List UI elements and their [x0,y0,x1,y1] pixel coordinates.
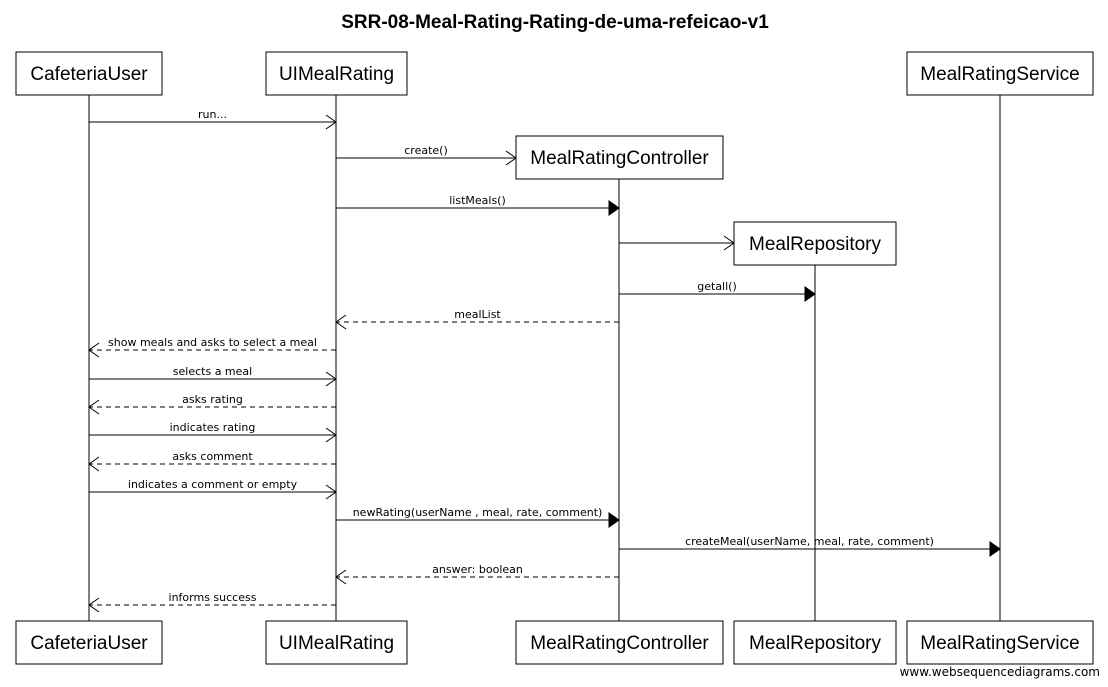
arrowhead-open [325,371,337,387]
arrowhead-filled [608,512,620,528]
message-label: mealList [454,308,501,321]
message-label: run... [198,108,227,121]
message-label: show meals and asks to select a meal [108,336,317,349]
message-10: asks comment [88,450,336,472]
message-label: newRating(userName , meal, rate, comment… [353,506,603,519]
participant-label: CafeteriaUser [30,633,148,654]
message-11: indicates a comment or empty [89,478,337,500]
message-7: selects a meal [89,365,337,387]
arrowhead-open [325,484,337,500]
participant-box-user-bottom: CafeteriaUser [15,620,163,665]
arrowhead-filled [989,541,1001,557]
message-3 [619,235,735,251]
message-label: indicates rating [170,421,256,434]
participant-box-ui-top: UIMealRating [265,51,408,96]
message-label: informs success [169,591,257,604]
message-5: mealList [335,308,619,330]
participant-box-svc-bottom: MealRatingService [906,620,1094,665]
message-0: run... [89,108,337,130]
participant-label: UIMealRating [279,633,394,654]
message-label: listMeals() [449,194,506,207]
participant-label: CafeteriaUser [30,64,148,85]
participant-label: MealRatingController [530,633,709,654]
message-6: show meals and asks to select a meal [88,336,336,358]
participant-box-ctrl-top: MealRatingController [515,135,724,180]
message-8: asks rating [88,393,336,415]
participant-box-user-top: CafeteriaUser [15,51,163,96]
message-2: listMeals() [336,194,620,216]
arrowhead-filled [804,286,816,302]
message-label: create() [404,144,448,157]
message-14: answer: boolean [335,563,619,585]
arrowhead-open [88,342,100,358]
footer-credit: www.websequencediagrams.com [900,665,1100,679]
message-15: informs success [88,591,336,613]
message-4: getall() [619,280,816,302]
message-9: indicates rating [89,421,337,443]
arrowhead-open [88,597,100,613]
participant-label: MealRatingService [920,633,1079,654]
arrowhead-filled [608,200,620,216]
participant-label: MealRepository [749,633,881,654]
participant-label: MealRatingController [530,148,709,169]
participant-label: MealRepository [749,234,881,255]
message-label: answer: boolean [432,563,523,576]
message-label: indicates a comment or empty [128,478,298,491]
arrowhead-open [88,399,100,415]
arrowhead-open [335,314,347,330]
participant-box-repo-top: MealRepository [733,221,897,266]
message-1: create() [336,144,517,166]
message-label: createMeal(userName, meal, rate, comment… [685,535,934,548]
message-13: createMeal(userName, meal, rate, comment… [619,535,1001,557]
message-12: newRating(userName , meal, rate, comment… [336,506,620,528]
participant-label: UIMealRating [279,64,394,85]
message-label: asks rating [182,393,243,406]
participant-box-repo-bottom: MealRepository [733,620,897,665]
diagram-title: SRR-08-Meal-Rating-Rating-de-uma-refeica… [341,12,769,33]
message-label: getall() [697,280,737,293]
arrowhead-open [325,114,337,130]
message-label: asks comment [172,450,253,463]
participant-box-ctrl-bottom: MealRatingController [515,620,724,665]
participant-label: MealRatingService [920,64,1079,85]
arrowhead-open [335,569,347,585]
message-label: selects a meal [173,365,252,378]
participant-box-ui-bottom: UIMealRating [265,620,408,665]
participant-box-svc-top: MealRatingService [906,51,1094,96]
arrowhead-open [88,456,100,472]
arrowhead-open [325,427,337,443]
